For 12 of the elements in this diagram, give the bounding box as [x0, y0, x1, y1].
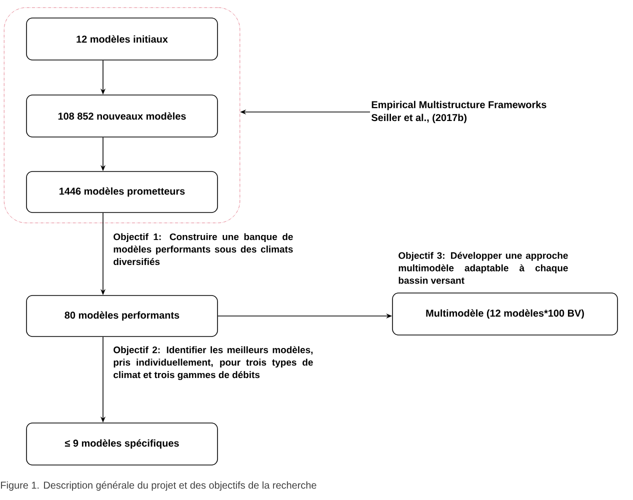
process-box: 1446 modèles prometteurs: [26, 171, 218, 213]
edge-label: Objectif 1: Construire une banque de modèles performants sous des climats diversifiés: [114, 233, 293, 266]
reference-text: Empirical Multistructure Frameworks Seiller et al., (2017b): [371, 100, 546, 124]
process-box: 12 modèles initiaux: [26, 18, 218, 60]
edge-label: Objectif 2: Identifier les meilleurs modèles, pris individuellement, pour trois types de climat et trois gammes de débits: [114, 346, 313, 380]
objective-text: Objectif 3: Développer une approche multimodèle adaptable à chaque bassin versant: [398, 252, 568, 284]
dashed-group-outline: [4, 7, 240, 224]
process-box: ≤ 9 modèles spécifiques: [26, 422, 218, 466]
process-box: 108 852 nouveaux modèles: [26, 94, 218, 138]
process-box: 80 modèles performants: [26, 295, 218, 337]
process-box: Multimodèle (12 modèles*100 BV): [392, 292, 618, 336]
figure-caption: Figure 1. Description générale du projet et des objectifs de la recherche: [1, 481, 316, 491]
